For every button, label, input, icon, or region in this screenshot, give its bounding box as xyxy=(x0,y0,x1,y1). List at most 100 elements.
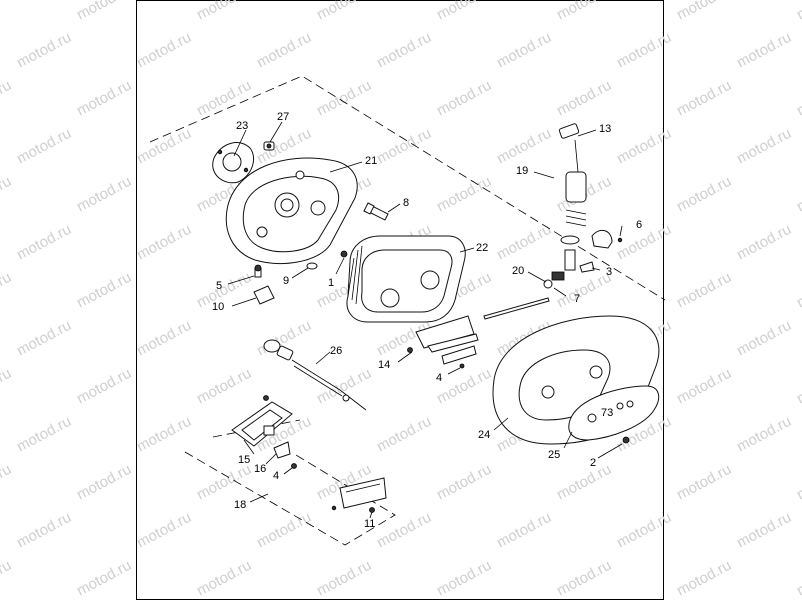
screw-part-2 xyxy=(622,436,630,444)
watermark-text: motod.ru xyxy=(554,557,614,600)
watermark-text: motod.ru xyxy=(14,317,74,360)
callout-4a: 4 xyxy=(436,372,442,384)
callout-13: 13 xyxy=(599,123,611,135)
watermark-text: motod.ru xyxy=(0,365,14,408)
callout-5: 5 xyxy=(216,280,222,292)
watermark-text: motod.ru xyxy=(74,173,134,216)
watermark-text: motod.ru xyxy=(794,269,802,312)
watermark-text: motod.ru xyxy=(0,269,14,312)
watermark-text: motod.ru xyxy=(434,365,494,408)
watermark-text: motod.ru xyxy=(374,29,434,72)
retainer-part-4a xyxy=(441,345,477,365)
callout-6: 6 xyxy=(636,219,642,231)
watermark-text: motod.ru xyxy=(494,125,554,168)
watermark-text: motod.ru xyxy=(74,77,134,120)
watermark-text: motod.ru xyxy=(734,509,794,552)
watermark-text: motod.ru xyxy=(14,29,74,72)
callout-10: 10 xyxy=(212,301,224,313)
filter-element-part xyxy=(346,235,466,323)
watermark-text: motod.ru xyxy=(554,77,614,120)
callout-labels: 23 27 21 8 22 1 9 5 10 13 19 6 3 20 7 14… xyxy=(212,111,642,530)
group-outline-top xyxy=(149,75,666,301)
watermark-text: motod.ru xyxy=(674,77,734,120)
watermark-text: motod.ru xyxy=(134,29,194,72)
watermark-text: motod.ru xyxy=(794,77,802,120)
bracket-part-10 xyxy=(253,285,275,305)
watermark-text: motod.ru xyxy=(74,0,134,24)
callout-24: 24 xyxy=(478,429,490,441)
callout-2: 2 xyxy=(590,457,596,469)
watermark-text: motod.ru xyxy=(134,221,194,264)
watermark-text: motod.ru xyxy=(494,509,554,552)
callout-15: 15 xyxy=(238,454,250,466)
callout-19: 19 xyxy=(516,165,528,177)
screw-part-5 xyxy=(254,264,262,278)
watermark-text: motod.ru xyxy=(134,317,194,360)
watermark-text: motod.ru xyxy=(434,173,494,216)
screw-part-4b xyxy=(291,463,297,469)
bracket-part-11 xyxy=(331,477,387,513)
watermark-text: motod.ru xyxy=(734,413,794,456)
callout-1: 1 xyxy=(328,277,334,289)
backplate-part xyxy=(225,157,358,265)
callout-4b: 4 xyxy=(273,470,279,482)
callout-11: 11 xyxy=(364,518,375,530)
watermark-text: motod.ru xyxy=(794,365,802,408)
watermark-text: motod.ru xyxy=(374,509,434,552)
watermark-text: motod.ru xyxy=(734,29,794,72)
watermark-text: motod.ru xyxy=(674,173,734,216)
screw-part-1 xyxy=(340,250,348,258)
badge-part: 73 xyxy=(568,385,660,441)
watermark-text: motod.ru xyxy=(194,557,254,600)
washer-part-9 xyxy=(306,262,318,270)
callout-14: 14 xyxy=(378,359,390,371)
watermark-text: motod.ru xyxy=(0,557,14,600)
watermark-text: motod.ru xyxy=(14,509,74,552)
watermark-text: motod.ru xyxy=(314,77,374,120)
watermark-text: motod.ru xyxy=(74,269,134,312)
watermark-text: motod.ru xyxy=(434,0,494,24)
rod-part xyxy=(483,297,550,320)
callout-27: 27 xyxy=(277,111,289,123)
gasket-part xyxy=(212,142,254,184)
watermark-text: motod.ru xyxy=(674,365,734,408)
breather-fitting-part xyxy=(263,141,275,151)
bolt-part xyxy=(363,202,389,221)
watermark-text: motod.ru xyxy=(74,461,134,504)
spring-part-16 xyxy=(273,441,291,459)
mounting-plate-part xyxy=(231,395,293,447)
watermark-text: motod.ru xyxy=(14,125,74,168)
watermark-text: motod.ru xyxy=(794,0,802,24)
watermark-text: motod.ru xyxy=(554,461,614,504)
breather-tube-part xyxy=(551,123,587,281)
watermark-text: motod.ru xyxy=(314,557,374,600)
callout-26: 26 xyxy=(330,345,342,357)
watermark-text: motod.ru xyxy=(434,77,494,120)
callout-3: 3 xyxy=(606,266,612,278)
watermark-text: motod.ru xyxy=(734,125,794,168)
leader-lines xyxy=(227,121,623,519)
badge-text: 73 xyxy=(601,407,613,419)
watermark-text: motod.ru xyxy=(494,29,554,72)
watermark-text: motod.ru xyxy=(14,221,74,264)
watermark-text: motod.ru xyxy=(434,461,494,504)
watermark-text: motod.ru xyxy=(374,413,434,456)
watermark-text: motod.ru xyxy=(674,557,734,600)
watermark-text: motod.ru xyxy=(794,173,802,216)
watermark-text: motod.ru xyxy=(614,29,674,72)
callout-18: 18 xyxy=(234,499,246,511)
watermark-text: motod.ru xyxy=(314,365,374,408)
callout-7: 7 xyxy=(574,293,580,305)
group-outline-bottom xyxy=(184,451,396,546)
callout-20: 20 xyxy=(512,265,524,277)
bracket-part-14 xyxy=(407,315,479,353)
callout-23: 23 xyxy=(236,120,248,132)
callout-9: 9 xyxy=(283,275,289,287)
watermark-text: motod.ru xyxy=(734,317,794,360)
watermark-text: motod.ru xyxy=(0,461,14,504)
watermark-text: motod.ru xyxy=(674,269,734,312)
watermark-text: motod.ru xyxy=(14,413,74,456)
watermark-text: motod.ru xyxy=(314,0,374,24)
watermark-text: motod.ru xyxy=(614,221,674,264)
